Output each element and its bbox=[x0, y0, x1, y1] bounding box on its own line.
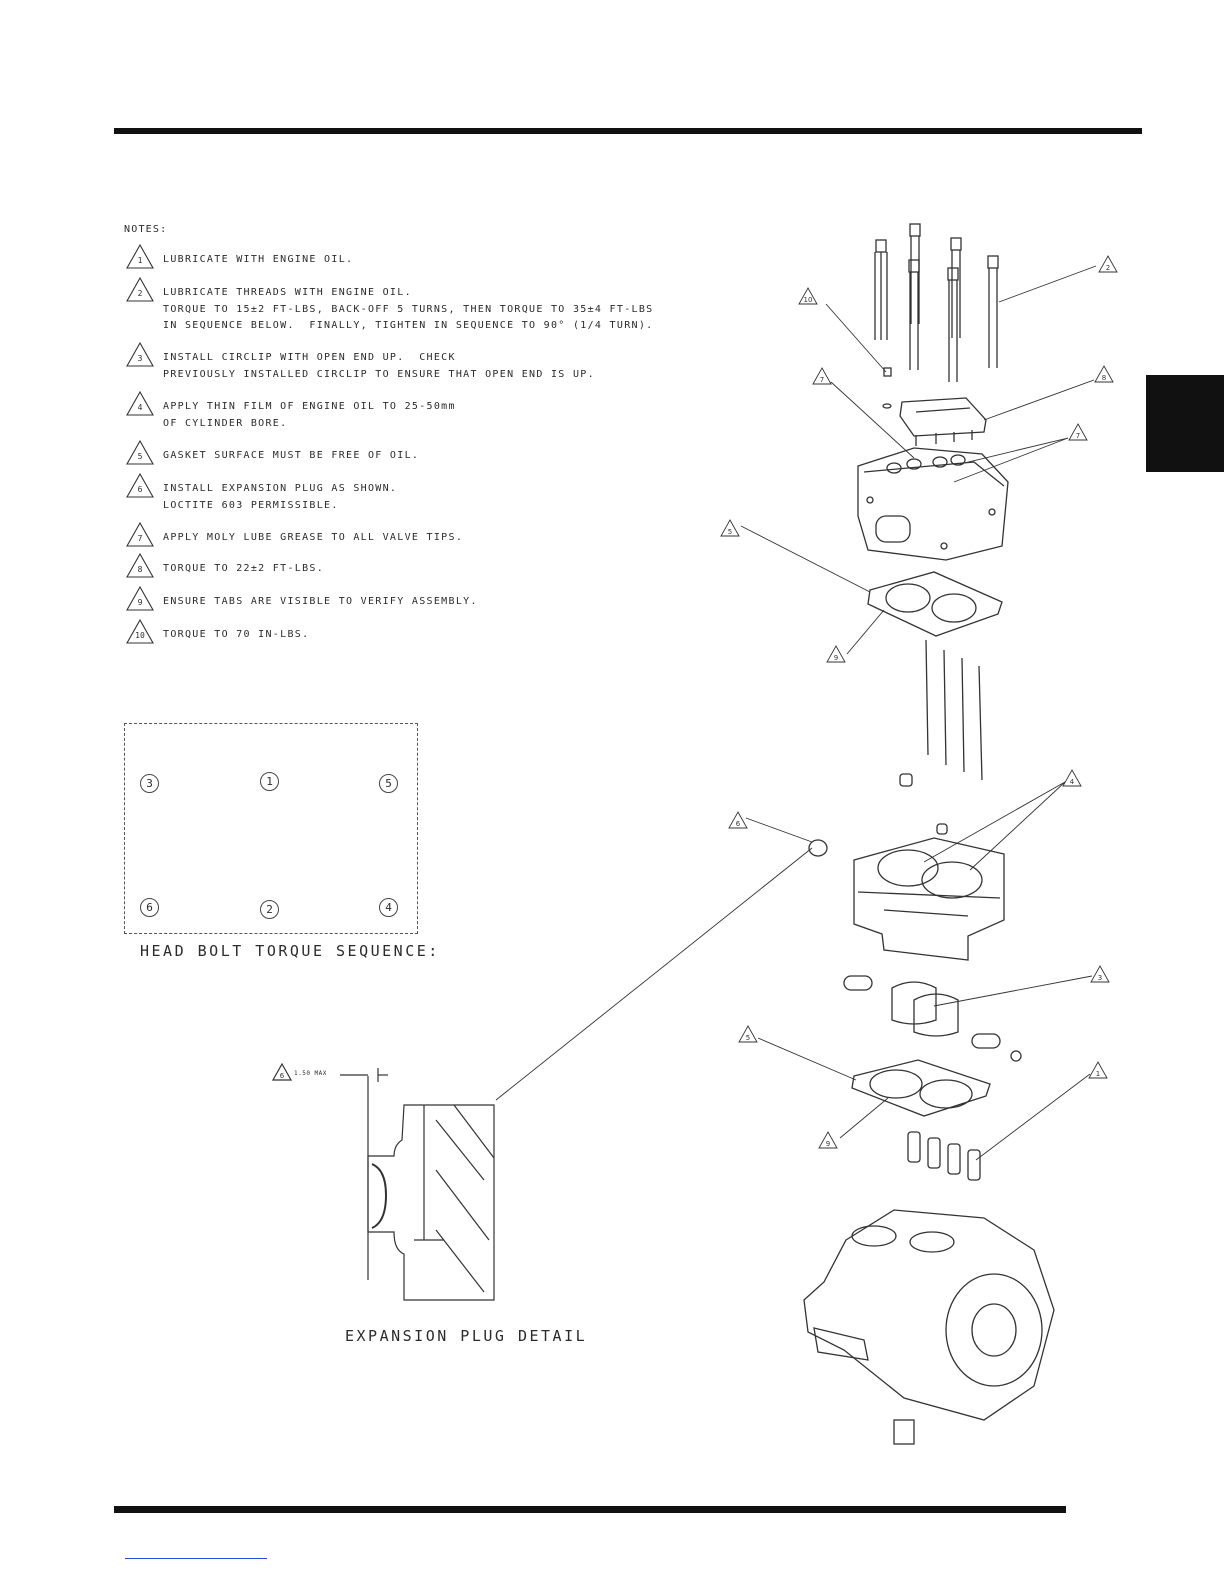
note-text: APPLY THIN FILM OF ENGINE OIL TO 25-50mm… bbox=[163, 401, 456, 429]
cylinder-head bbox=[857, 447, 1009, 561]
svg-text:9: 9 bbox=[826, 1140, 830, 1148]
torque-sequence-title: HEAD BOLT TORQUE SEQUENCE: bbox=[140, 942, 440, 960]
lifters bbox=[907, 1131, 981, 1181]
note-triangle-icon bbox=[126, 244, 154, 269]
svg-text:7: 7 bbox=[820, 376, 824, 384]
svg-text:6: 6 bbox=[736, 820, 741, 828]
svg-text:7: 7 bbox=[1076, 432, 1080, 440]
torque-sequence-diagram bbox=[124, 723, 418, 934]
note-triangle-icon bbox=[126, 619, 154, 644]
svg-text:4: 4 bbox=[1070, 778, 1075, 786]
notes-title: NOTES: bbox=[124, 224, 168, 235]
bottom-rule bbox=[114, 1506, 1066, 1513]
note-triangle-icon bbox=[126, 522, 154, 547]
head-gasket bbox=[867, 571, 1003, 637]
note-text: INSTALL EXPANSION PLUG AS SHOWN. LOCTITE… bbox=[163, 483, 398, 511]
note-triangle-icon bbox=[126, 586, 154, 611]
base-gasket bbox=[851, 1059, 991, 1117]
pistons bbox=[843, 975, 1022, 1062]
svg-text:5: 5 bbox=[728, 528, 732, 536]
note-triangle-icon bbox=[126, 553, 154, 578]
svg-text:3: 3 bbox=[1098, 974, 1102, 982]
note-text: INSTALL CIRCLIP WITH OPEN END UP. CHECK … bbox=[163, 352, 595, 380]
leader-lines bbox=[495, 265, 1097, 1161]
engine-assembly-drawing: NOTES: 1 LUBRICATE WITH ENGINE OIL. 2 LU… bbox=[124, 220, 1128, 1448]
sequence-bolt: 4 bbox=[379, 898, 398, 917]
note-text: APPLY MOLY LUBE GREASE TO ALL VALVE TIPS… bbox=[163, 532, 464, 543]
note-triangle-icon bbox=[126, 440, 154, 465]
rocker-assembly bbox=[899, 397, 987, 446]
svg-text:6: 6 bbox=[280, 1072, 285, 1080]
svg-text:2: 2 bbox=[1106, 264, 1110, 272]
note-text: LUBRICATE THREADS WITH ENGINE OIL. TORQU… bbox=[163, 287, 654, 331]
svg-text:10: 10 bbox=[804, 296, 813, 304]
dimension-label: 1.50 MAX bbox=[294, 1070, 327, 1077]
note-text: GASKET SURFACE MUST BE FREE OF OIL. bbox=[163, 450, 420, 461]
exploded-view-art: 2 10 7 8 7 5 9 4 6 3 5 9 1 6 bbox=[271, 223, 1118, 1445]
sequence-bolt: 5 bbox=[379, 774, 398, 793]
footer-link-underline[interactable] bbox=[125, 1558, 267, 1559]
note-text: TORQUE TO 22±2 FT-LBS. bbox=[163, 563, 325, 574]
svg-text:8: 8 bbox=[1102, 374, 1106, 382]
expansion-plug-title: EXPANSION PLUG DETAIL bbox=[345, 1327, 588, 1345]
cylinder-block bbox=[853, 837, 1005, 961]
note-triangle-icon bbox=[126, 277, 154, 302]
svg-text:5: 5 bbox=[746, 1034, 750, 1042]
svg-text:1: 1 bbox=[1096, 1070, 1100, 1078]
top-rule bbox=[114, 128, 1142, 134]
note-text: ENSURE TABS ARE VISIBLE TO VERIFY ASSEMB… bbox=[163, 596, 478, 607]
note-text: TORQUE TO 70 IN-LBS. bbox=[163, 629, 310, 640]
note-text: LUBRICATE WITH ENGINE OIL. bbox=[163, 254, 354, 265]
callout-labels: 2 10 7 8 7 5 9 4 6 3 5 9 1 6 bbox=[280, 264, 1110, 1148]
head-bolts bbox=[874, 223, 999, 382]
sequence-bolt: 6 bbox=[140, 898, 159, 917]
note-triangle-icon bbox=[126, 473, 154, 498]
sequence-bolt: 2 bbox=[260, 900, 279, 919]
sequence-bolt: 3 bbox=[140, 774, 159, 793]
sequence-bolt: 1 bbox=[260, 772, 279, 791]
note-triangle-icon bbox=[126, 391, 154, 416]
expansion-plug-detail bbox=[271, 1062, 495, 1301]
chapter-tab bbox=[1146, 375, 1224, 472]
crankcase bbox=[803, 1209, 1055, 1445]
svg-text:9: 9 bbox=[834, 654, 838, 662]
note-triangle-icon bbox=[126, 342, 154, 367]
